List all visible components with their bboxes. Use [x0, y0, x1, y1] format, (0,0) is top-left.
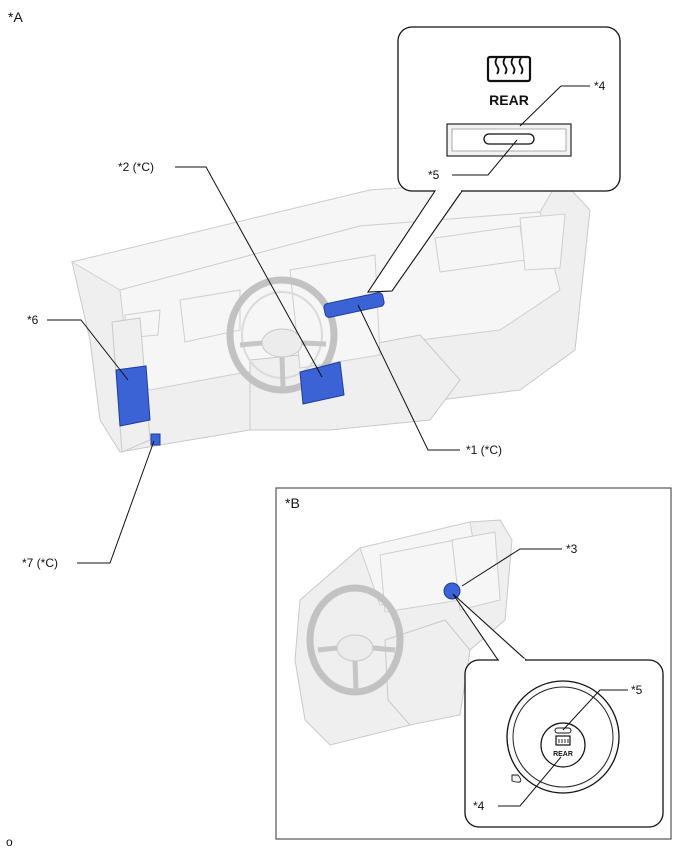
callout-pointer-a	[366, 190, 463, 293]
callout-box-switch-a	[397, 26, 621, 192]
switch-label-b: REAR	[553, 751, 573, 758]
rear-defogger-icon-a	[486, 55, 532, 83]
callout-5-b: *5	[631, 683, 643, 697]
footer-mark: o	[6, 835, 13, 849]
part-3-rear-defogger-switch-b	[443, 582, 461, 600]
part-6-junction-block	[115, 365, 151, 427]
switch-label-a: REAR	[489, 92, 529, 108]
callout-4-b: *4	[473, 799, 485, 813]
indicator-light-b	[554, 727, 572, 734]
callout-3: *3	[566, 542, 578, 556]
callout-6: *6	[27, 313, 39, 327]
callout-5-a: *5	[428, 168, 440, 182]
rear-defogger-icon-b	[555, 735, 571, 746]
view-b-frame	[275, 487, 672, 840]
callout-2: *2 (*C)	[118, 160, 154, 174]
switch-knob-magnified	[506, 680, 620, 794]
callout-7: *7 (*C)	[22, 556, 58, 570]
part-1-rear-defogger-switch-a	[323, 292, 385, 318]
indicator-light-a	[483, 133, 535, 145]
view-b-tag: *B	[285, 495, 300, 511]
part-2-ecu	[299, 361, 345, 405]
part-7-connector	[150, 433, 161, 446]
view-a-tag: *A	[8, 9, 23, 25]
callout-4-a: *4	[594, 79, 606, 93]
callout-1: *1 (*C)	[466, 443, 502, 457]
